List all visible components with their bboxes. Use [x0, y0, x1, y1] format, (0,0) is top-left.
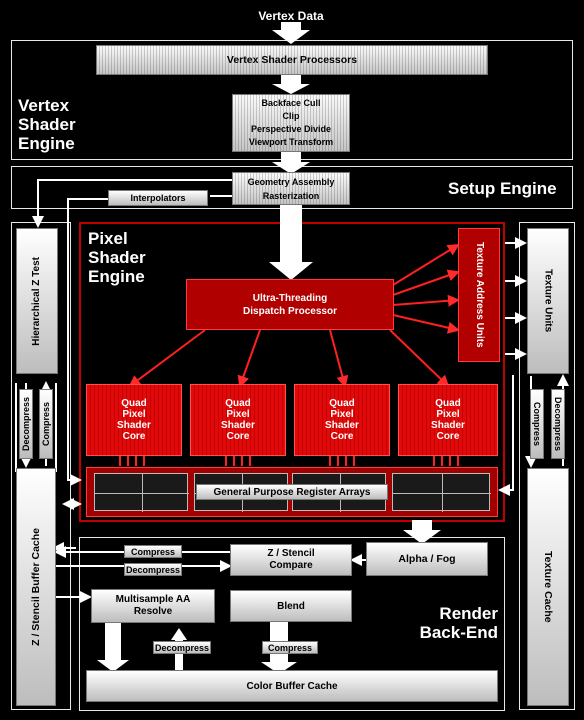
rbe-decompress: Decompress [124, 563, 182, 576]
rbe-compress-2: Compress [262, 641, 318, 654]
vertex-shader-processors: Vertex Shader Processors [96, 45, 488, 75]
general-purpose-register-arrays: General Purpose Register Arrays [196, 484, 388, 500]
render-back-end-region [79, 537, 505, 711]
setup-engine-title: Setup Engine [448, 179, 557, 198]
interpolators-box: Interpolators [108, 190, 208, 206]
backface-cull-label: Backface Cull [261, 98, 321, 108]
rbe-compress: Compress [124, 545, 182, 558]
texture-cache: Texture Cache [527, 468, 569, 706]
blend: Blend [230, 590, 352, 622]
vertex-stages-box: Backface Cull Clip Perspective Divide Vi… [232, 94, 350, 152]
z-stencil-compare: Z / Stencil Compare [230, 544, 352, 576]
right-column-region [519, 222, 575, 710]
rasterization-label: Rasterization [262, 190, 320, 201]
register-array-block-4 [392, 473, 491, 512]
vertex-engine-title: Vertex Shader Engine [18, 96, 76, 153]
pixel-engine-title: Pixel Shader Engine [88, 229, 146, 286]
vertex-data-label: Vertex Data [258, 9, 324, 23]
right-compress: Compress [530, 389, 544, 459]
z-stencil-buffer-cache: Z / Stencil Buffer Cache [16, 468, 56, 706]
core-register-links [119, 456, 459, 466]
multisample-aa-resolve: Multisample AA Resolve [91, 589, 215, 623]
viewport-transform-label: Viewport Transform [248, 137, 334, 147]
left-compress: Compress [39, 389, 53, 459]
texture-units: Texture Units [527, 228, 569, 374]
texture-address-units: Texture Address Units [458, 228, 500, 362]
left-decompress: Decompress [19, 389, 33, 459]
register-array-block-1 [94, 473, 189, 512]
rbe-decompress-2: Decompress [153, 641, 211, 654]
right-decompress: Decompress [551, 389, 565, 459]
clip-label: Clip [282, 111, 300, 121]
color-buffer-cache: Color Buffer Cache [86, 670, 498, 702]
hierarchical-z-test: Hierarchical Z Test [16, 228, 58, 374]
dispatch-processor: Ultra-Threading Dispatch Processor [186, 279, 394, 330]
perspective-divide-label: Perspective Divide [250, 124, 332, 134]
geometry-raster-box: Geometry Assembly Rasterization [232, 172, 350, 205]
alpha-fog: Alpha / Fog [366, 542, 488, 576]
geometry-assembly-label: Geometry Assembly [247, 176, 335, 187]
render-back-end-title: Render Back-End [419, 604, 498, 642]
